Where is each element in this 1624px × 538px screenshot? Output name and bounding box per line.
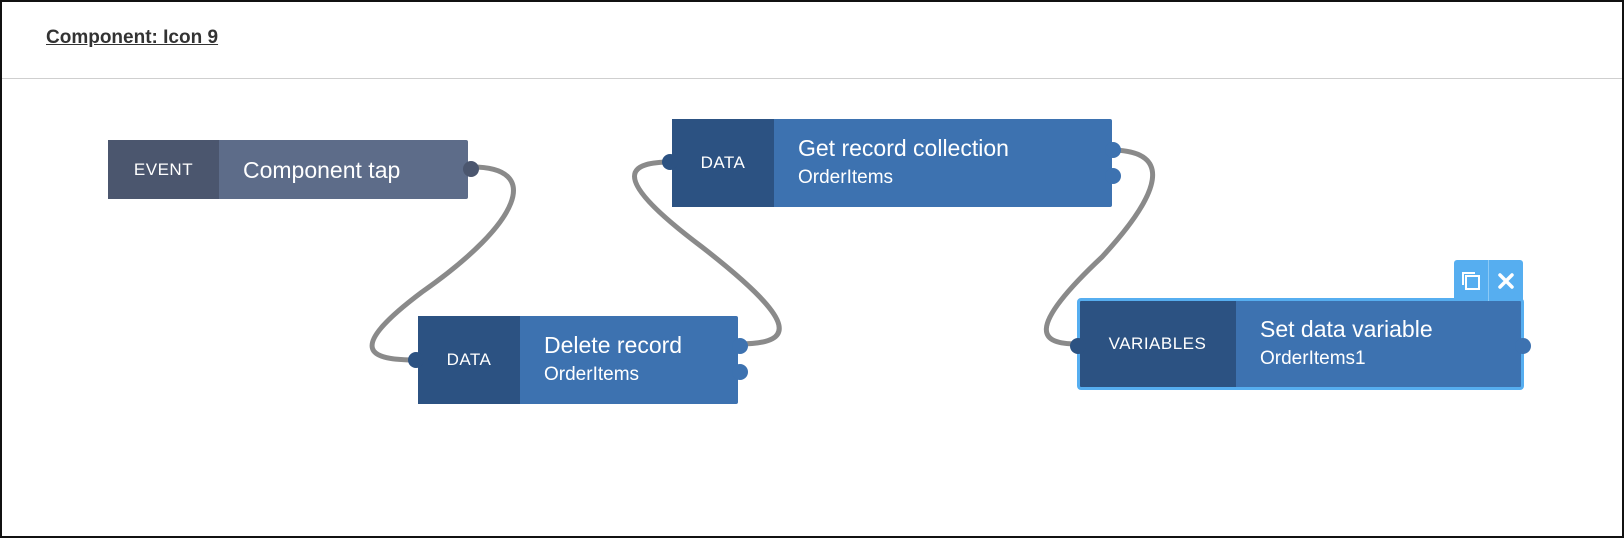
delete-title: Delete record	[544, 332, 683, 358]
duplicate-icon[interactable]	[1454, 260, 1488, 301]
setvar-kind-label: VARIABLES	[1079, 300, 1236, 388]
event-node[interactable]: EVENT Component tap	[108, 140, 468, 199]
set-data-variable-node[interactable]: VARIABLES Set data variable OrderItems1	[1077, 298, 1524, 390]
setvar-title: Set data variable	[1260, 316, 1433, 342]
setvar-output-port[interactable]	[1515, 338, 1531, 354]
delete-record-node[interactable]: DATA Delete record OrderItems	[418, 316, 738, 404]
wire-event-to-delete	[369, 164, 516, 363]
close-icon[interactable]	[1488, 260, 1523, 301]
delete-output-port-error[interactable]	[732, 364, 748, 380]
event-title: Component tap	[243, 156, 401, 183]
wire-get-to-setvar	[1043, 147, 1156, 347]
get-kind-label: DATA	[672, 119, 774, 207]
event-kind-label: EVENT	[108, 140, 219, 199]
setvar-subtitle: OrderItems1	[1260, 348, 1366, 369]
get-record-collection-node[interactable]: DATA Get record collection OrderItems	[672, 119, 1112, 207]
node-action-toolbar	[1454, 260, 1523, 301]
canvas-header: Component: Icon 9	[2, 2, 1622, 79]
get-input-port[interactable]	[662, 154, 678, 170]
event-output-port[interactable]	[463, 161, 479, 177]
wire-delete-to-get	[632, 159, 782, 347]
get-subtitle: OrderItems	[798, 167, 894, 188]
get-output-port-success[interactable]	[1105, 142, 1121, 158]
setvar-input-port[interactable]	[1070, 338, 1086, 354]
delete-kind-label: DATA	[418, 316, 520, 404]
page-title[interactable]: Component: Icon 9	[46, 27, 219, 48]
get-output-port-error[interactable]	[1105, 168, 1121, 184]
delete-output-port-success[interactable]	[732, 338, 748, 354]
delete-input-port[interactable]	[408, 352, 424, 368]
get-title: Get record collection	[798, 135, 1009, 161]
delete-subtitle: OrderItems	[544, 364, 640, 385]
